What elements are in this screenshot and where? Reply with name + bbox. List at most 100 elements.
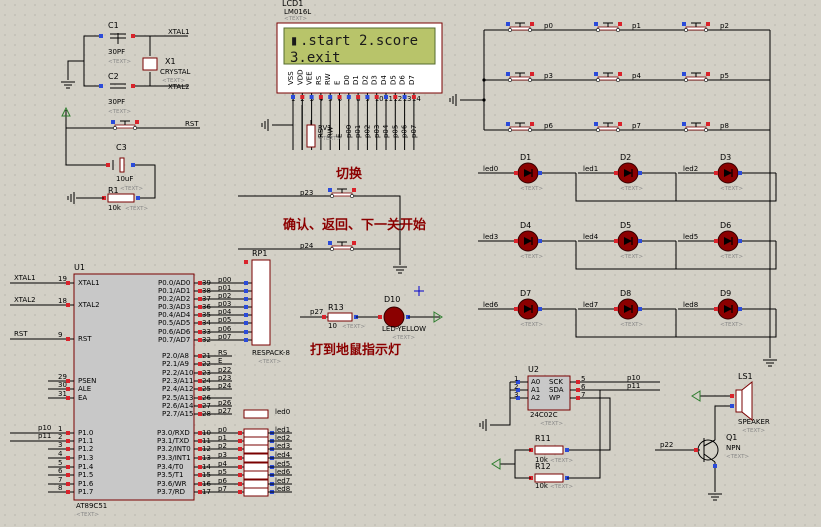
label: <TEXT> <box>284 16 307 22</box>
lcd-line2: 3.exit <box>290 50 341 66</box>
u1-pin-name: ALE <box>78 385 91 393</box>
pin-marker <box>198 465 202 469</box>
button-net-label: p1 <box>632 22 641 30</box>
pin-marker <box>238 439 242 443</box>
pin-marker <box>198 396 202 400</box>
ls1-ref: LS1 <box>738 372 753 381</box>
push-button-p3[interactable]: p3 <box>500 72 553 82</box>
u2-net-label: p11 <box>627 382 640 390</box>
lcd-net-label: p07 <box>410 125 418 138</box>
pin-marker <box>198 404 202 408</box>
push-button-p6[interactable]: p6 <box>500 122 553 132</box>
u1-p0-name: P0.1/AD1 <box>158 287 190 295</box>
pin-marker <box>384 95 388 99</box>
u1-pin-num: 29 <box>58 373 67 381</box>
push-button-p7[interactable]: p7 <box>588 122 641 132</box>
u1-pin-num: 2 <box>58 433 62 441</box>
led-D9: D9<TEXT>led8 <box>683 289 743 328</box>
wire <box>67 60 84 80</box>
u1-net-label: RS <box>218 349 228 357</box>
u1-net-label: p23 <box>218 374 231 382</box>
pin-marker <box>198 321 202 325</box>
u1-pin-name: P1.4 <box>78 463 94 471</box>
lcd-pin-num: 14 <box>412 95 421 103</box>
lcd-pin-VSS: VSS <box>287 71 295 85</box>
u1-pin-num: 31 <box>58 390 67 398</box>
u1-p0-name: P0.5/AD5 <box>158 319 190 327</box>
pin-marker <box>99 34 103 38</box>
push-button-[interactable] <box>105 120 145 130</box>
c3-ref: C3 <box>116 143 127 152</box>
resistor-body <box>243 470 269 480</box>
label: <TEXT> <box>392 335 415 341</box>
text-placeholder: <TEXT> <box>620 322 643 328</box>
push-button-p1[interactable]: p1 <box>588 22 641 32</box>
wire <box>135 72 151 87</box>
res-net-label: led4 <box>275 451 291 459</box>
lcd-pin-D5: D5 <box>389 75 397 85</box>
push-button-[interactable] <box>322 188 362 198</box>
lcd-pin-num: 12 <box>393 95 402 103</box>
text-placeholder: <TEXT> <box>520 186 543 192</box>
u1-pin-name: P1.7 <box>78 488 93 496</box>
u1-net-label: p27 <box>218 407 231 415</box>
push-button-p4[interactable]: p4 <box>588 72 641 82</box>
led-net-label: led2 <box>683 165 698 173</box>
d10-model: LED-YELLOW <box>382 325 426 333</box>
pin-marker <box>576 396 580 400</box>
net-rst: RST <box>185 120 199 128</box>
lcd-net-label: p06 <box>401 124 409 138</box>
push-button-p2[interactable]: p2 <box>676 22 729 32</box>
u2-pin-name: A2 <box>531 394 540 402</box>
u1-pin-num: 30 <box>58 381 67 389</box>
led-D6: D6<TEXT>led5 <box>683 221 743 260</box>
u1-p2-name: P2.1/A9 <box>162 360 189 368</box>
pin-marker <box>244 321 248 325</box>
label: <TEXT> <box>726 454 749 460</box>
u1-net-label: p07 <box>218 333 231 341</box>
pin-marker <box>694 448 698 452</box>
u1-net-label: p26 <box>218 399 232 407</box>
pin-marker <box>309 95 314 99</box>
res-net-label: led2 <box>275 434 290 442</box>
u1-net-label: XTAL2 <box>14 296 36 304</box>
u1-net-label: p10 <box>38 424 51 432</box>
u1-p2-name: P2.0/A8 <box>162 352 189 360</box>
res-net-label: led7 <box>275 477 290 485</box>
push-button-p5[interactable]: p5 <box>676 72 729 82</box>
pin-marker <box>66 387 70 391</box>
pin-marker <box>318 95 323 99</box>
lcd-net-label: E <box>336 134 344 138</box>
rp1-ref: RP1 <box>252 249 267 258</box>
pin-marker <box>244 297 248 301</box>
wire <box>514 449 531 479</box>
u1-pin-name: RST <box>78 335 92 343</box>
lcd-pin-VDD: VDD <box>296 69 304 85</box>
pin-marker <box>66 473 70 477</box>
vcc-arrow <box>61 106 71 117</box>
pin-marker <box>66 431 70 435</box>
u1-p0-name: P0.2/AD2 <box>158 295 190 303</box>
r12-body <box>534 473 564 483</box>
c2-ref: C2 <box>108 72 119 81</box>
resistor-body <box>243 409 269 419</box>
lcd-net-label: p03 <box>373 125 381 138</box>
wire <box>770 309 777 338</box>
pin-marker <box>238 456 242 460</box>
u1-pin-num: 10 <box>202 429 211 437</box>
vcc-arrow <box>433 311 443 323</box>
pot-ref: RV1 <box>318 124 332 132</box>
push-button-[interactable] <box>322 241 362 251</box>
u1-model: AT89C51 <box>76 502 107 510</box>
led-D8: D8<TEXT>led7 <box>583 289 643 328</box>
pin-marker <box>730 404 734 408</box>
u1-p2-name: P2.6/A14 <box>162 402 194 410</box>
u1-p0-name: P0.6/AD6 <box>158 328 191 336</box>
pin-marker <box>198 289 202 293</box>
push-button-p0[interactable]: p0 <box>500 22 553 32</box>
text-placeholder: <TEXT> <box>620 254 643 260</box>
u1-pin-num: 34 <box>202 319 211 327</box>
u2-pin-name: SDA <box>549 386 564 394</box>
push-button-p8[interactable]: p8 <box>676 122 729 132</box>
button-net-label: p4 <box>632 72 641 80</box>
